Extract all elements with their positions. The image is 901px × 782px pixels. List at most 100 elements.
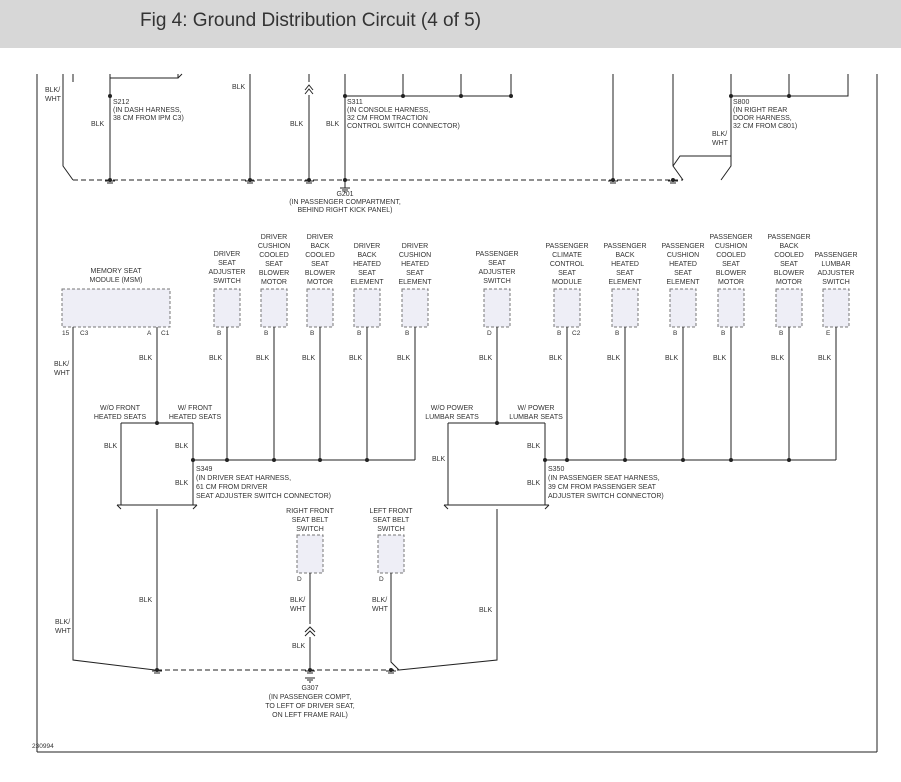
wire-color-label: BLK: [104, 443, 118, 450]
pin-label: B: [557, 330, 561, 337]
svg-text:HEATED: HEATED: [353, 261, 381, 268]
wire-color-label: BLK: [771, 355, 785, 362]
splice-s349-label: S349 (IN DRIVER SEAT HARNESS, 61 CM FROM…: [196, 466, 331, 500]
pin-label: B: [357, 330, 361, 337]
passenger-lumbar-switch: [822, 288, 850, 328]
wire-color-label: BLK: [175, 480, 189, 487]
svg-text:SEAT: SEAT: [488, 260, 506, 267]
splice-dots-top: [108, 94, 791, 182]
pin-label: D: [487, 330, 492, 337]
svg-text:BACK: BACK: [357, 252, 376, 259]
svg-text:(IN CONSOLE HARNESS,: (IN CONSOLE HARNESS,: [347, 107, 430, 114]
svg-text:39 CM FROM PASSENGER SEAT: 39 CM FROM PASSENGER SEAT: [548, 484, 657, 491]
svg-text:61 CM FROM DRIVER: 61 CM FROM DRIVER: [196, 484, 268, 491]
svg-text:DRIVER: DRIVER: [354, 243, 380, 250]
svg-text:CUSHION: CUSHION: [258, 243, 290, 250]
passenger-cushion-heated-element: [669, 288, 697, 328]
pin-label: B: [779, 330, 783, 337]
svg-text:PASSENGER: PASSENGER: [814, 252, 857, 259]
svg-text:MOTOR: MOTOR: [718, 279, 744, 286]
svg-text:ON LEFT FRAME RAIL): ON LEFT FRAME RAIL): [272, 712, 348, 719]
wire-color-label: BLK: [326, 121, 340, 128]
svg-text:SEAT: SEAT: [311, 261, 329, 268]
wire-color-label: BLK: [209, 355, 223, 362]
svg-text:RIGHT FRONT: RIGHT FRONT: [286, 508, 334, 515]
g201-circuit: [62, 73, 849, 188]
left-front-belt-switch: [377, 534, 405, 574]
svg-text:(IN DRIVER SEAT HARNESS,: (IN DRIVER SEAT HARNESS,: [196, 475, 291, 482]
msm-component: [61, 288, 171, 328]
svg-text:HEATED: HEATED: [669, 261, 697, 268]
svg-text:DRIVER: DRIVER: [261, 234, 287, 241]
svg-text:MEMORY SEAT: MEMORY SEAT: [91, 268, 143, 275]
svg-text:COOLED: COOLED: [259, 252, 289, 259]
wire-color-label: BLK: [256, 355, 270, 362]
pin-label: B: [310, 330, 314, 337]
svg-text:(IN PASSENGER COMPARTMENT,: (IN PASSENGER COMPARTMENT,: [289, 199, 401, 206]
pin-label: B: [217, 330, 221, 337]
driver-back-blower-motor: [306, 288, 334, 328]
svg-text:G201: G201: [336, 191, 353, 198]
wire-color-label: BLK/: [54, 361, 69, 368]
wire-color-label: BLK: [527, 443, 541, 450]
pin-label: E: [826, 330, 831, 337]
wire-color-label: BLK: [292, 643, 306, 650]
svg-text:SEAT: SEAT: [722, 261, 740, 268]
driver-cushion-heated-element: [401, 288, 429, 328]
svg-text:ADJUSTER: ADJUSTER: [479, 269, 516, 276]
wire-color-label: BLK: [527, 480, 541, 487]
svg-text:SEAT: SEAT: [780, 261, 798, 268]
ground-g307-icon: [152, 670, 396, 683]
svg-text:32 CM FROM TRACTION: 32 CM FROM TRACTION: [347, 115, 428, 122]
svg-text:SEAT: SEAT: [406, 270, 424, 277]
svg-text:S212: S212: [113, 99, 129, 106]
wire-color-label: WHT: [45, 96, 62, 103]
pin-label: B: [673, 330, 677, 337]
svg-text:LUMBAR SEATS: LUMBAR SEATS: [425, 414, 479, 421]
svg-text:SEAT: SEAT: [616, 270, 634, 277]
svg-text:SEAT: SEAT: [265, 261, 283, 268]
splice-dots-middle: [155, 421, 791, 672]
wire-color-label: BLK/: [45, 87, 60, 94]
wire-color-label: BLK: [349, 355, 363, 362]
wire-color-label: BLK: [479, 355, 493, 362]
pin-label: A: [147, 330, 152, 337]
svg-text:DRIVER: DRIVER: [307, 234, 333, 241]
pin-label: B: [721, 330, 725, 337]
svg-text:COOLED: COOLED: [774, 252, 804, 259]
svg-text:BLOWER: BLOWER: [259, 270, 289, 277]
passenger-back-heated-element: [611, 288, 639, 328]
svg-text:MOTOR: MOTOR: [776, 279, 802, 286]
svg-text:PASSENGER: PASSENGER: [709, 234, 752, 241]
svg-text:HEATED SEATS: HEATED SEATS: [169, 414, 222, 421]
svg-text:W/O FRONT: W/O FRONT: [100, 405, 141, 412]
wire-color-label: BLK: [479, 607, 493, 614]
svg-text:S800: S800: [733, 99, 749, 106]
svg-text:ADJUSTER: ADJUSTER: [818, 270, 855, 277]
wire-color-label: BLK: [665, 355, 679, 362]
driver-back-heated-element: [353, 288, 381, 328]
pin-label: D: [297, 576, 302, 583]
svg-text:LEFT FRONT: LEFT FRONT: [369, 508, 413, 515]
seat-ground-wires: [72, 327, 837, 671]
svg-text:(IN PASSENGER COMPT,: (IN PASSENGER COMPT,: [269, 694, 352, 701]
header-bar: Fig 4: Ground Distribution Circuit (4 of…: [0, 0, 901, 48]
svg-text:BACK: BACK: [615, 252, 634, 259]
svg-text:CONTROL SWITCH CONNECTOR): CONTROL SWITCH CONNECTOR): [347, 123, 460, 130]
svg-text:PASSENGER: PASSENGER: [545, 243, 588, 250]
svg-text:38 CM FROM IPM C3): 38 CM FROM IPM C3): [113, 115, 184, 122]
page-title: Fig 4: Ground Distribution Circuit (4 of…: [140, 10, 482, 31]
svg-text:CUSHION: CUSHION: [399, 252, 431, 259]
svg-text:HEATED SEATS: HEATED SEATS: [94, 414, 147, 421]
svg-text:BLOWER: BLOWER: [774, 270, 804, 277]
